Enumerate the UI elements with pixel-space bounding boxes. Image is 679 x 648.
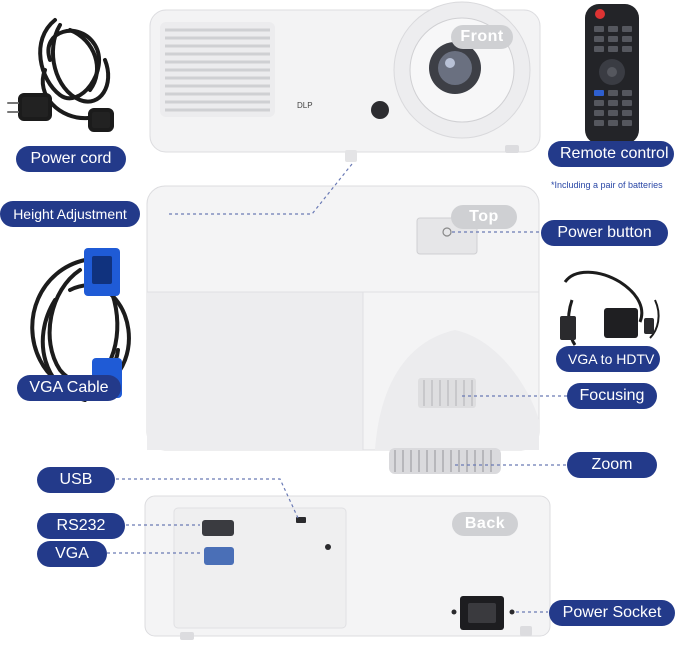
front-view-label: Front	[451, 25, 513, 49]
remote-control-image	[585, 4, 639, 144]
zoom-label: Zoom	[567, 452, 657, 478]
usb-label: USB	[37, 467, 115, 493]
vga-cable-label: VGA Cable	[17, 375, 121, 401]
vga-label: VGA	[37, 541, 107, 567]
power-cord-label: Power cord	[16, 146, 126, 172]
top-view-label: Top	[451, 205, 517, 229]
vga-to-hdtv-label: VGA to HDTV	[556, 346, 660, 372]
svg-text:DLP: DLP	[297, 101, 313, 110]
leader-lines	[107, 163, 567, 613]
vga-to-hdtv-image	[560, 270, 660, 346]
remote-control-label: Remote control	[548, 141, 674, 167]
power-cord-image	[7, 18, 114, 132]
rs232-label: RS232	[37, 513, 125, 539]
power-socket-label: Power Socket	[549, 600, 675, 626]
focusing-label: Focusing	[567, 383, 657, 409]
power-button-label: Power button	[541, 220, 668, 246]
projector-back-image	[144, 495, 551, 640]
back-view-label: Back	[452, 512, 518, 536]
height-adjustment-label: Height Adjustment	[0, 201, 140, 227]
projector-top-image	[146, 185, 540, 474]
remote-note: *Including a pair of batteries	[551, 180, 663, 190]
